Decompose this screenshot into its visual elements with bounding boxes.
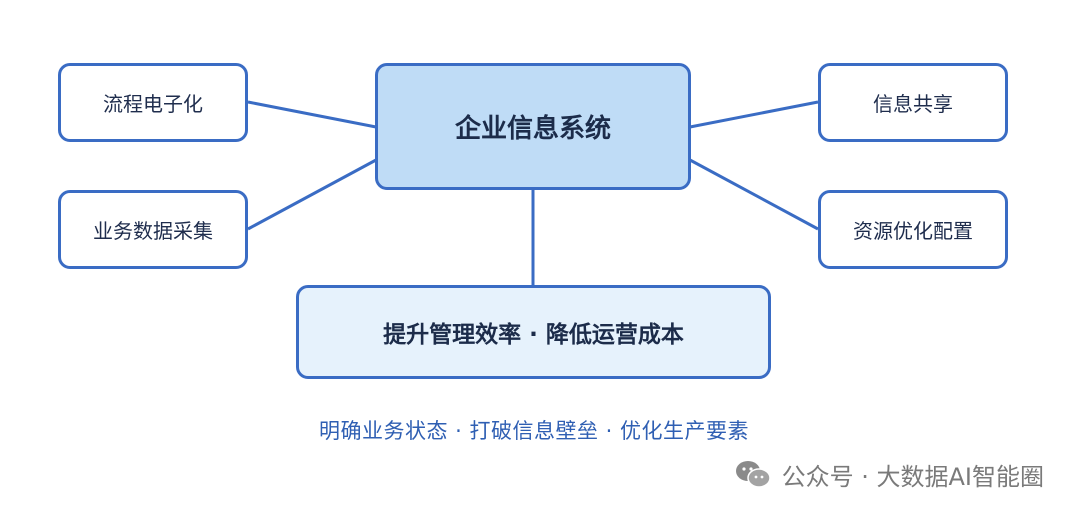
connector-left-top (247, 100, 377, 129)
node-resource-optimization: 资源优化配置 (818, 190, 1008, 269)
watermark-text: 公众号 · 大数据AI智能圈 (781, 462, 1044, 491)
node-enterprise-info-system: 企业信息系统 (375, 63, 691, 190)
wechat-logo-icon (735, 461, 771, 488)
connector-right-top (689, 100, 819, 129)
outcome-label: 提升管理效率 · 降低运营成本 (383, 322, 684, 348)
node-label: 业务数据采集 (93, 219, 213, 243)
node-process-digitization: 流程电子化 (58, 63, 248, 142)
node-info-sharing: 信息共享 (818, 63, 1008, 142)
node-business-data-collection: 业务数据采集 (58, 190, 248, 269)
summary-caption: 明确业务状态 · 打破信息壁垒 · 优化生产要素 (318, 419, 750, 443)
center-label: 企业信息系统 (454, 114, 611, 144)
connector-right-bottom (689, 158, 819, 231)
node-label: 流程电子化 (103, 92, 203, 116)
connector-left-bottom (247, 158, 377, 231)
node-label: 信息共享 (873, 92, 953, 116)
node-label: 资源优化配置 (853, 219, 973, 243)
node-outcome: 提升管理效率 · 降低运营成本 (296, 285, 771, 379)
watermark: 公众号 · 大数据AI智能圈 (734, 456, 1044, 492)
